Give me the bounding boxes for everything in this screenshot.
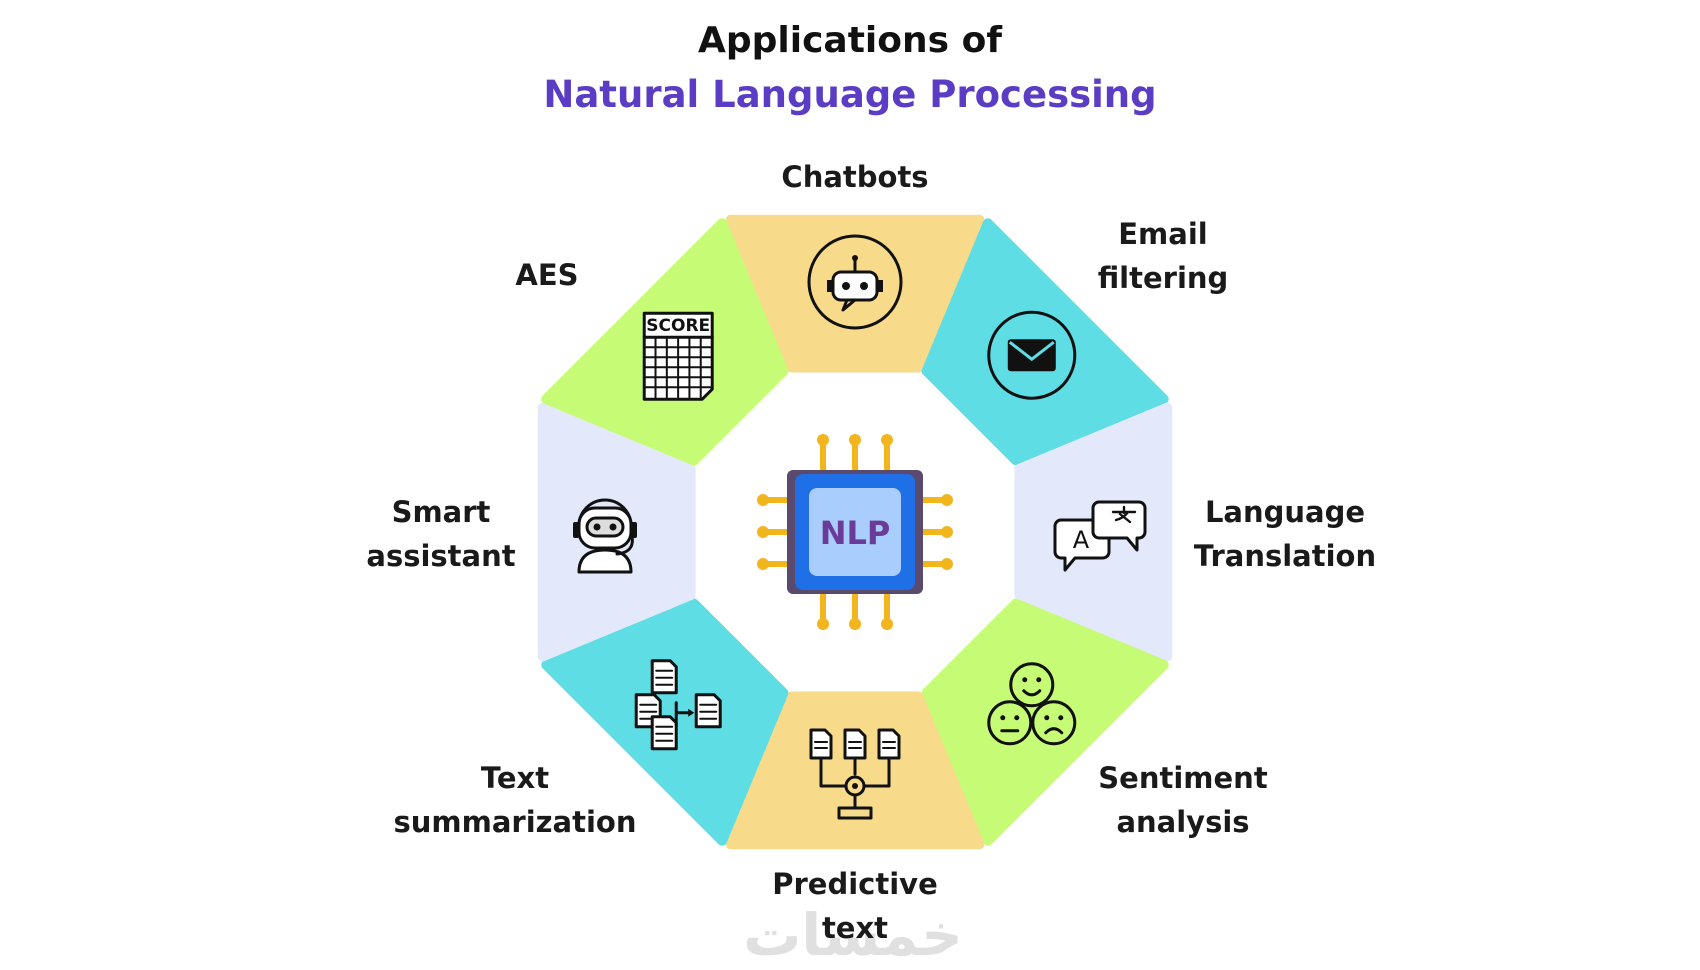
label-chatbots: Chatbots <box>725 155 985 199</box>
envelope-icon <box>987 310 1077 400</box>
label-line: assistant <box>366 539 516 573</box>
label-line: Smart <box>391 495 491 529</box>
segment-sentiment-analysis <box>921 598 1169 846</box>
watermark-layer: خمسات <box>743 901 963 969</box>
label-smart-assistant: Smart assistant <box>321 490 561 578</box>
robot-head-icon <box>807 234 903 330</box>
label-line: summarization <box>393 805 637 839</box>
label-line: Predictive <box>772 867 938 901</box>
translate-speech-bubbles-icon: A <box>1053 500 1147 572</box>
nlp-chip: NLP <box>757 434 953 630</box>
document-summary-icon <box>634 659 722 751</box>
page-title: Applications of <box>698 20 1002 61</box>
score-label: SCORE <box>646 316 710 336</box>
label-line: analysis <box>1116 805 1250 839</box>
nlp-chip-label: NLP <box>820 514 891 552</box>
icons-layer: A SCORE <box>573 234 1147 820</box>
label-line: text <box>821 911 889 945</box>
label-line: AES <box>515 258 579 292</box>
page-subtitle: Natural Language Processing <box>543 73 1157 116</box>
label-line: Chatbots <box>781 160 929 194</box>
label-line: Language <box>1204 495 1366 529</box>
label-line: Translation <box>1193 539 1377 573</box>
watermark-text: خمسات <box>743 901 963 969</box>
label-text-summarization: Text summarization <box>355 756 675 844</box>
label-line: Text <box>480 761 550 795</box>
documents-flow-gear-icon <box>809 728 901 820</box>
svg-text:A: A <box>1073 526 1090 554</box>
label-aes: AES <box>477 253 617 297</box>
label-line: Sentiment <box>1098 761 1268 795</box>
score-sheet-icon: SCORE <box>642 311 714 401</box>
assistant-robot-icon <box>573 498 637 574</box>
label-predictive-text: Predictive text <box>725 862 985 950</box>
label-sentiment-analysis: Sentiment analysis <box>1053 756 1313 844</box>
emoji-faces-icon <box>987 662 1077 746</box>
label-email-filtering: Email filtering <box>1043 212 1283 300</box>
label-line: filtering <box>1097 261 1229 295</box>
label-line: Email <box>1118 217 1208 251</box>
